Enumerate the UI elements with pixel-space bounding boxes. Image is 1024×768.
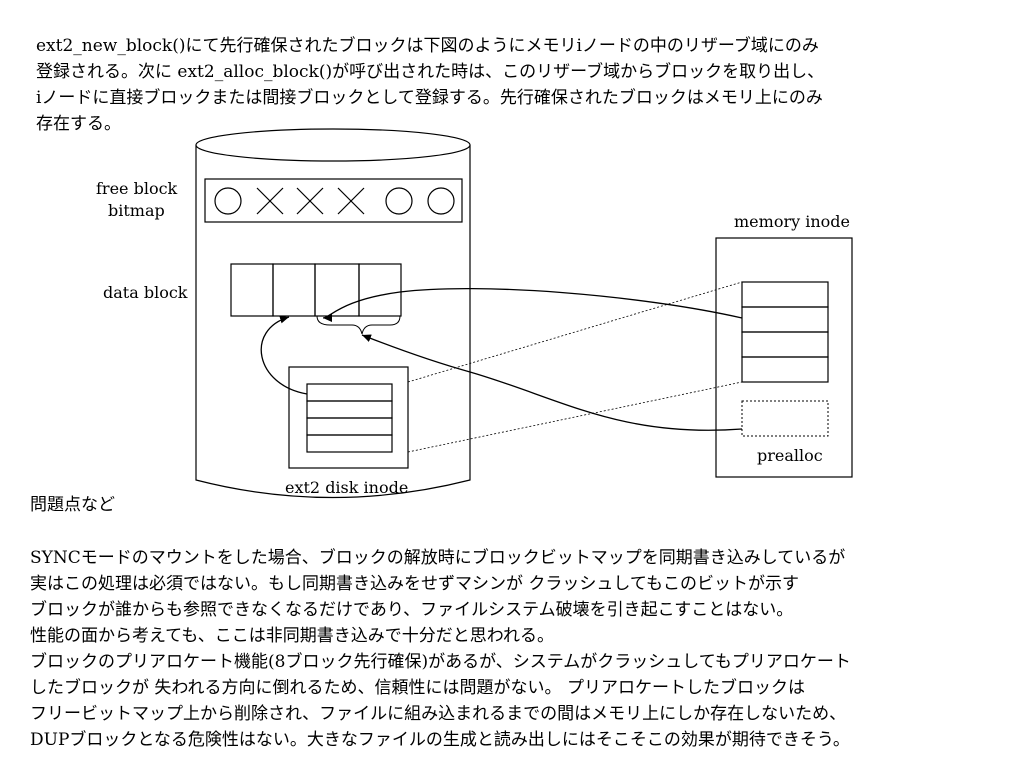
bitmap-used-cross-3	[337, 187, 365, 215]
issues-line-7: フリービットマップ上から削除され、ファイルに組み込まれるまでの間はメモリ上にしか…	[30, 704, 847, 724]
memory-inode	[715, 237, 853, 478]
data-block-label: data block	[103, 283, 188, 302]
intro-line-3: iノードに直接ブロックまたは間接ブロックとして登録する。先行確保されたブロックは…	[36, 88, 823, 108]
bitmap-used-cross-2	[296, 187, 324, 215]
inode-projection-lines	[407, 281, 743, 453]
bitmap-free-circle-1	[214, 187, 242, 215]
arrow-memory-inode-to-block-3	[322, 287, 743, 322]
free-block-bitmap-label-line-2: bitmap	[108, 201, 165, 220]
data-blocks	[230, 263, 402, 317]
issues-heading: 問題点など	[30, 495, 115, 515]
bitmap-used-cross-1	[256, 187, 284, 215]
intro-line-4: 存在する。	[36, 114, 121, 134]
intro-line-1: ext2_new_block()にて先行確保されたブロックは下図のようにメモリi…	[36, 36, 819, 56]
disk-cylinder	[195, 128, 471, 499]
issues-line-8: DUPブロックとなる危険性はない。大きなファイルの生成と読み出しにはそこそこの効…	[30, 730, 850, 750]
issues-line-2: 実はこの処理は必須ではない。もし同期書き込みをせずマシンが クラッシュしてもこの…	[30, 574, 800, 594]
free-block-bitmap	[204, 178, 463, 223]
allocation-arrows	[260, 287, 743, 431]
disk-inode	[288, 366, 409, 469]
issues-line-3: ブロックが誰からも参照できなくなるだけであり、ファイルシステム破壊を引き起こすこ…	[30, 600, 794, 620]
free-block-bitmap-label-line-1: free block	[96, 179, 178, 198]
intro-line-2: 登録される。次に ext2_alloc_block()が呼び出された時は、このリ…	[36, 62, 825, 82]
data-block-brace	[316, 315, 401, 335]
bitmap-free-circle-3	[427, 187, 455, 215]
disk-inode-label: ext2 disk inode	[285, 478, 409, 497]
issues-line-6: したブロックが 失われる方向に倒れるため、信頼性には問題がない。 プリアロケート…	[30, 678, 805, 698]
arrow-disk-inode-to-block-2	[260, 315, 308, 395]
memory-inode-label: memory inode	[734, 212, 850, 231]
bitmap-free-circle-2	[385, 187, 413, 215]
issues-line-1: SYNCモードのマウントをした場合、ブロックの解放時にブロックビットマップを同期…	[30, 548, 846, 568]
arrow-prealloc-to-brace	[361, 334, 743, 431]
data-block-4	[358, 263, 402, 317]
issues-line-5: ブロックのプリアロケート機能(8ブロック先行確保)があるが、システムがクラッシュ…	[30, 652, 851, 672]
issues-line-4: 性能の面から考えても、ここは非同期書き込みで十分だと思われる。	[30, 626, 554, 646]
prealloc-reserve-box	[741, 400, 829, 437]
prealloc-label: prealloc	[757, 446, 823, 465]
